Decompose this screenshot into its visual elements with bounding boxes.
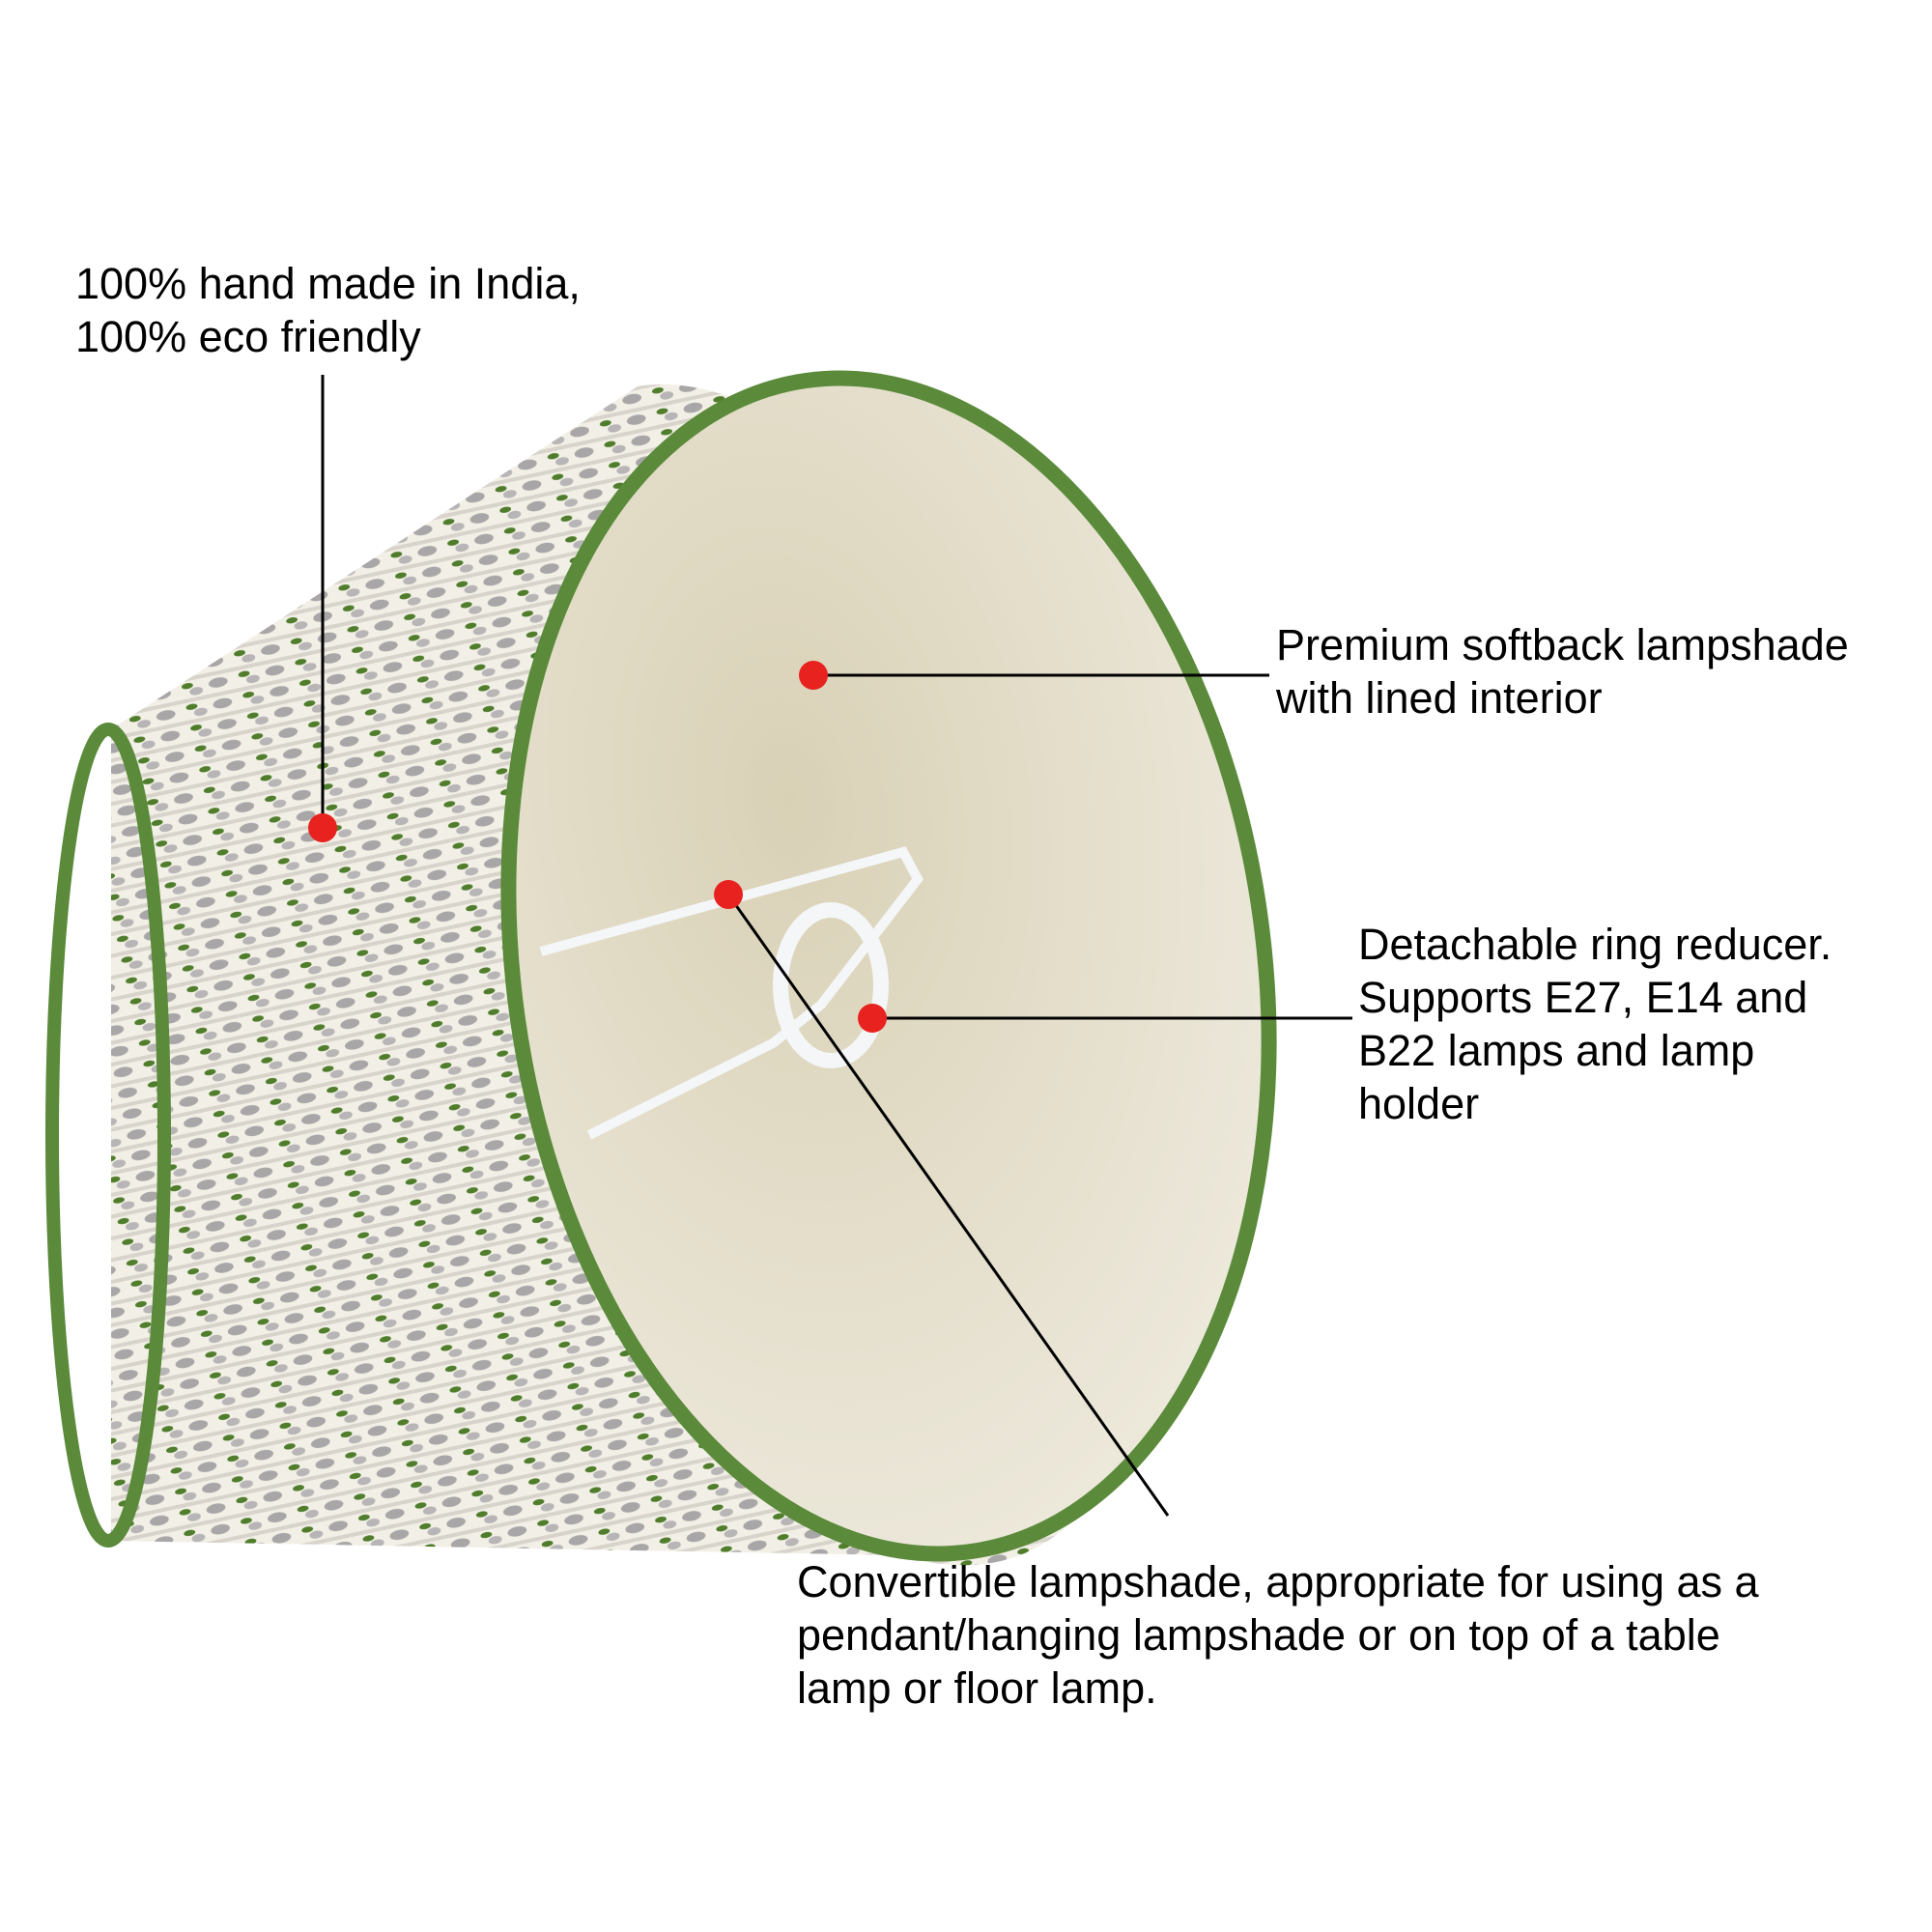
callout-text: pendant/hanging lampshade or on top of a…: [797, 1610, 1720, 1660]
marker-convertible: [714, 880, 743, 909]
callout-convertible: Convertible lampshade, appropriate for u…: [797, 1555, 1759, 1715]
callout-text: Detachable ring reducer.: [1358, 920, 1833, 969]
callout-text: lamp or floor lamp.: [797, 1663, 1157, 1713]
callout-reducer: Detachable ring reducer. Supports E27, E…: [1358, 918, 1832, 1130]
callout-text: 100% eco friendly: [75, 312, 421, 361]
callout-text: B22 lamps and lamp: [1358, 1026, 1755, 1075]
callout-text: 100% hand made in India,: [75, 259, 581, 308]
bottom-trim: [45, 723, 171, 1548]
ring-reducer-frame: [539, 846, 923, 1140]
callout-handmade: 100% hand made in India, 100% eco friend…: [75, 257, 581, 363]
callout-markers: [308, 661, 887, 1033]
callout-softback: Premium softback lampshade with lined in…: [1276, 618, 1849, 724]
callout-text: Convertible lampshade, appropriate for u…: [797, 1557, 1759, 1606]
lampshade-body: [45, 370, 1277, 1566]
callout-text: holder: [1358, 1079, 1480, 1128]
shade-opening-lining: [500, 370, 1277, 1562]
callout-text: Supports E27, E14 and: [1358, 973, 1808, 1022]
callout-lines: [321, 375, 1352, 1517]
marker-handmade: [308, 813, 337, 842]
callout-text: Premium softback lampshade: [1276, 620, 1849, 669]
callout-text: with lined interior: [1276, 673, 1603, 723]
marker-reducer: [858, 1004, 887, 1033]
marker-softback: [799, 661, 828, 690]
